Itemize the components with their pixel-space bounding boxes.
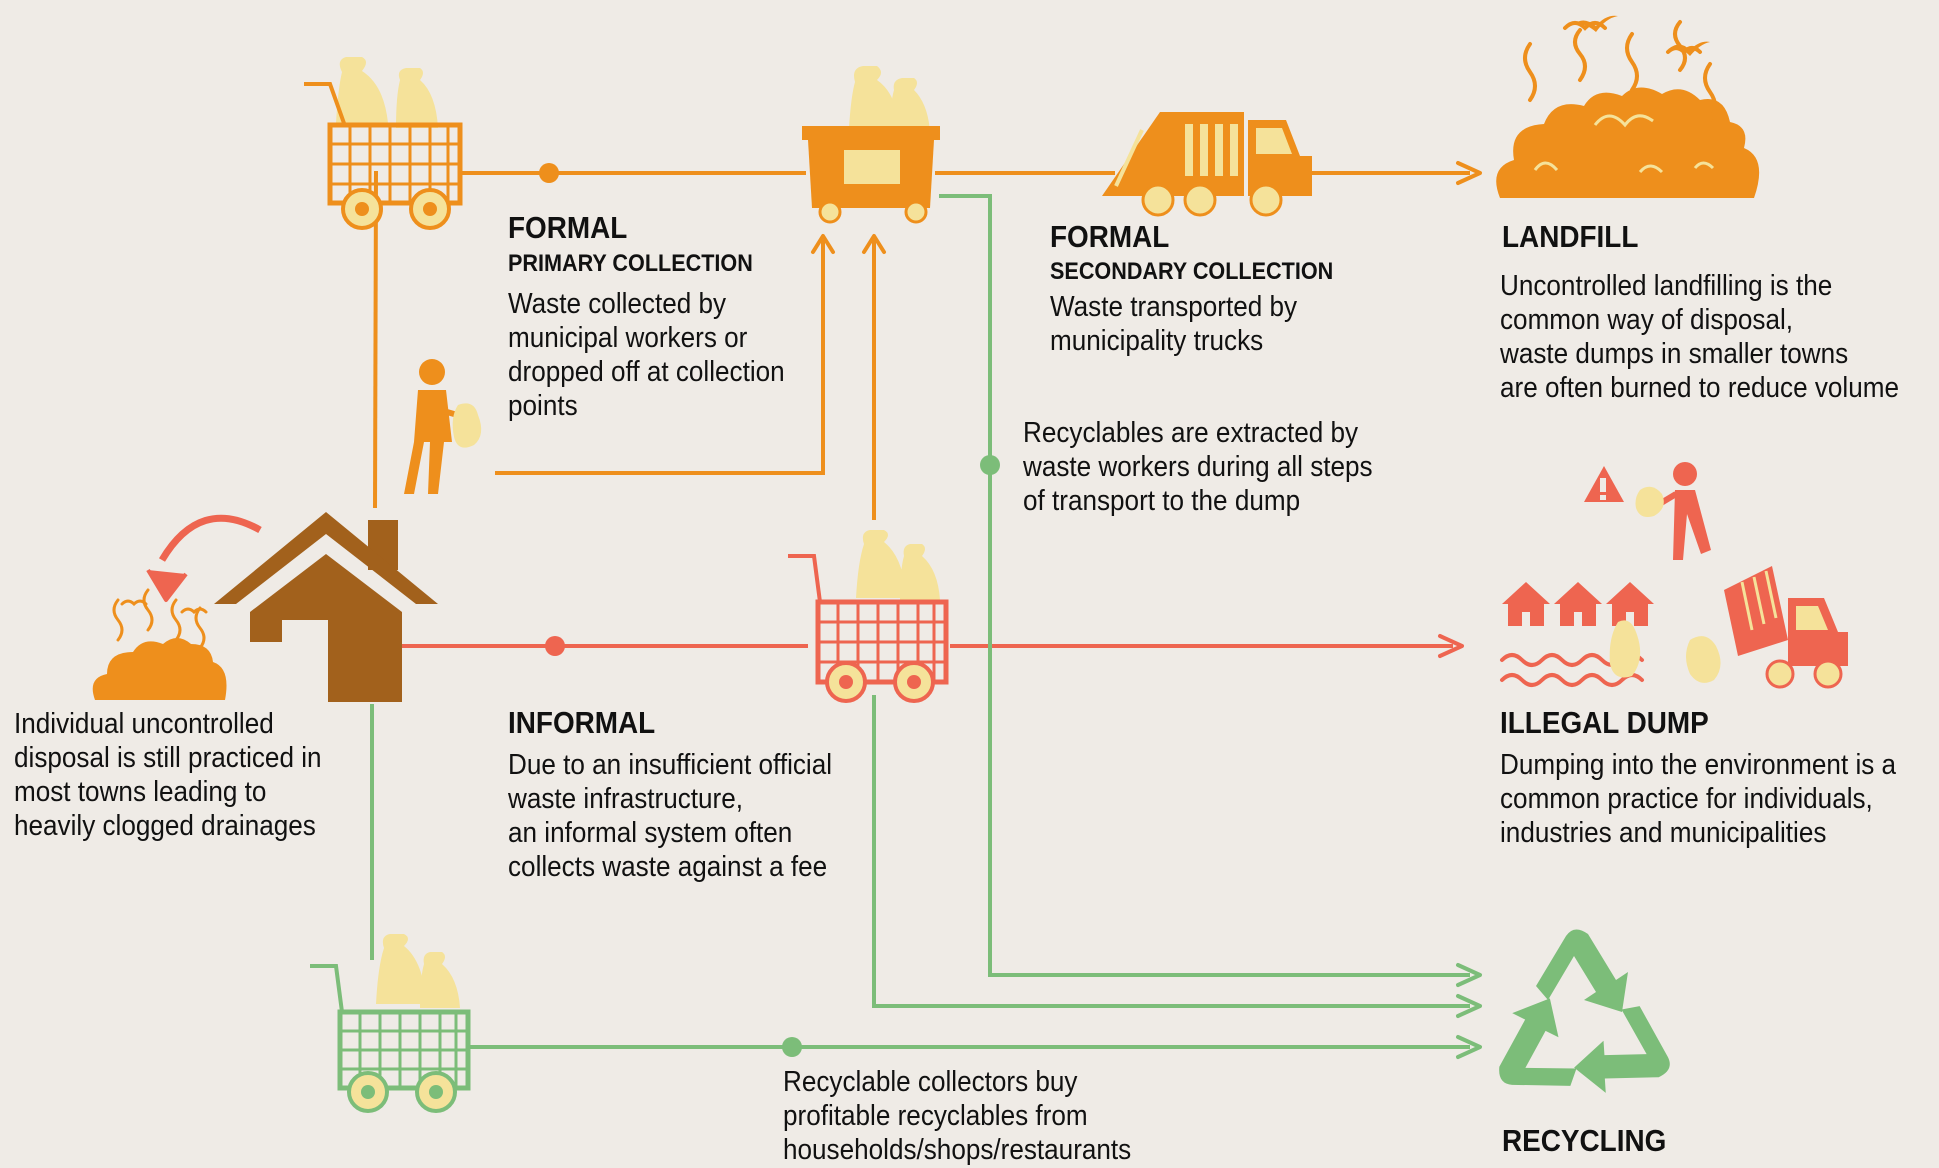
formal-flow-arrowheads (811, 161, 1482, 254)
informal-collection-node (545, 636, 565, 656)
primary-collection-node (539, 163, 559, 183)
formal-secondary-description: Waste transported by municipality trucks (1050, 291, 1298, 357)
formal-flow-lines (373, 170, 1470, 520)
house-icon (214, 512, 438, 702)
illegal-dump-icon (1500, 462, 1848, 689)
formal-primary-heading: FORMAL (508, 210, 628, 245)
garbage-truck-icon (1102, 112, 1312, 217)
recycling-flow-arrowheads (1456, 963, 1482, 1059)
recyclables-note: Recyclables are extracted by waste worke… (1023, 417, 1373, 517)
curved-arrow-icon (146, 514, 262, 602)
handcart-icon (304, 57, 463, 230)
informal-handcart-icon (788, 530, 949, 703)
recycle-collectors-text: Recyclable collectors buy profitable rec… (783, 1066, 1132, 1166)
recyclable-collectors-node (782, 1037, 802, 1057)
informal-heading: INFORMAL (508, 705, 656, 740)
formal-secondary-subheading: SECONDARY COLLECTION (1050, 258, 1334, 285)
formal-primary-subheading: PRIMARY COLLECTION (508, 250, 753, 277)
informal-description: Due to an insufficient official waste in… (508, 749, 833, 883)
landfill-heading: LANDFILL (1502, 219, 1639, 254)
recycling-flow-lines (370, 194, 1470, 1049)
recycle-handcart-icon (310, 934, 471, 1113)
informal-flow-lines (395, 634, 1464, 658)
individual-disposal-text: Individual uncontrolled disposal is stil… (14, 708, 322, 842)
illegal-dump-heading: ILLEGAL DUMP (1500, 705, 1709, 740)
dumpster-icon (802, 66, 940, 224)
recycling-symbol-icon (1499, 929, 1670, 1093)
recyclables-extraction-node (980, 455, 1000, 475)
burning-waste-pile-icon (92, 588, 227, 700)
landfill-description: Uncontrolled landfilling is the common w… (1500, 270, 1900, 404)
formal-secondary-heading: FORMAL (1050, 219, 1170, 254)
landfill-icon (1496, 15, 1760, 198)
waste-worker-icon (404, 359, 482, 494)
illegal-dump-description: Dumping into the environment is a common… (1500, 749, 1897, 849)
formal-primary-description: Waste collected by municipal workers or … (508, 288, 785, 422)
recycling-heading: RECYCLING (1502, 1123, 1667, 1158)
